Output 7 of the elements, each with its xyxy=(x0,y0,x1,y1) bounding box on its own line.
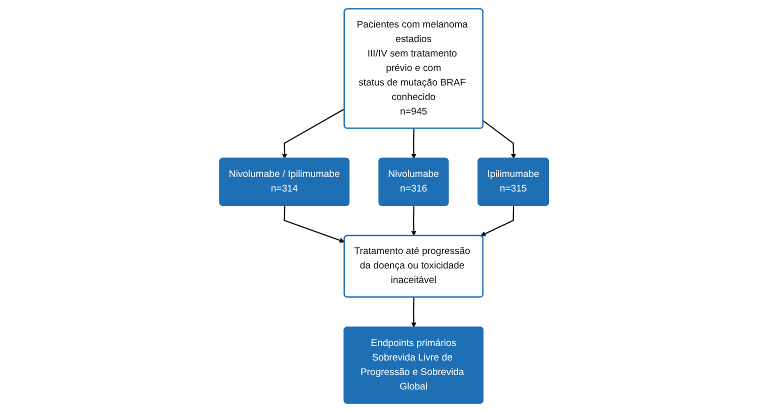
arrow xyxy=(480,206,514,236)
arrow xyxy=(282,108,345,159)
arrow xyxy=(411,297,416,328)
arrow xyxy=(411,206,416,236)
arrow xyxy=(482,120,516,159)
arrow xyxy=(284,206,345,243)
arrow xyxy=(411,128,416,159)
